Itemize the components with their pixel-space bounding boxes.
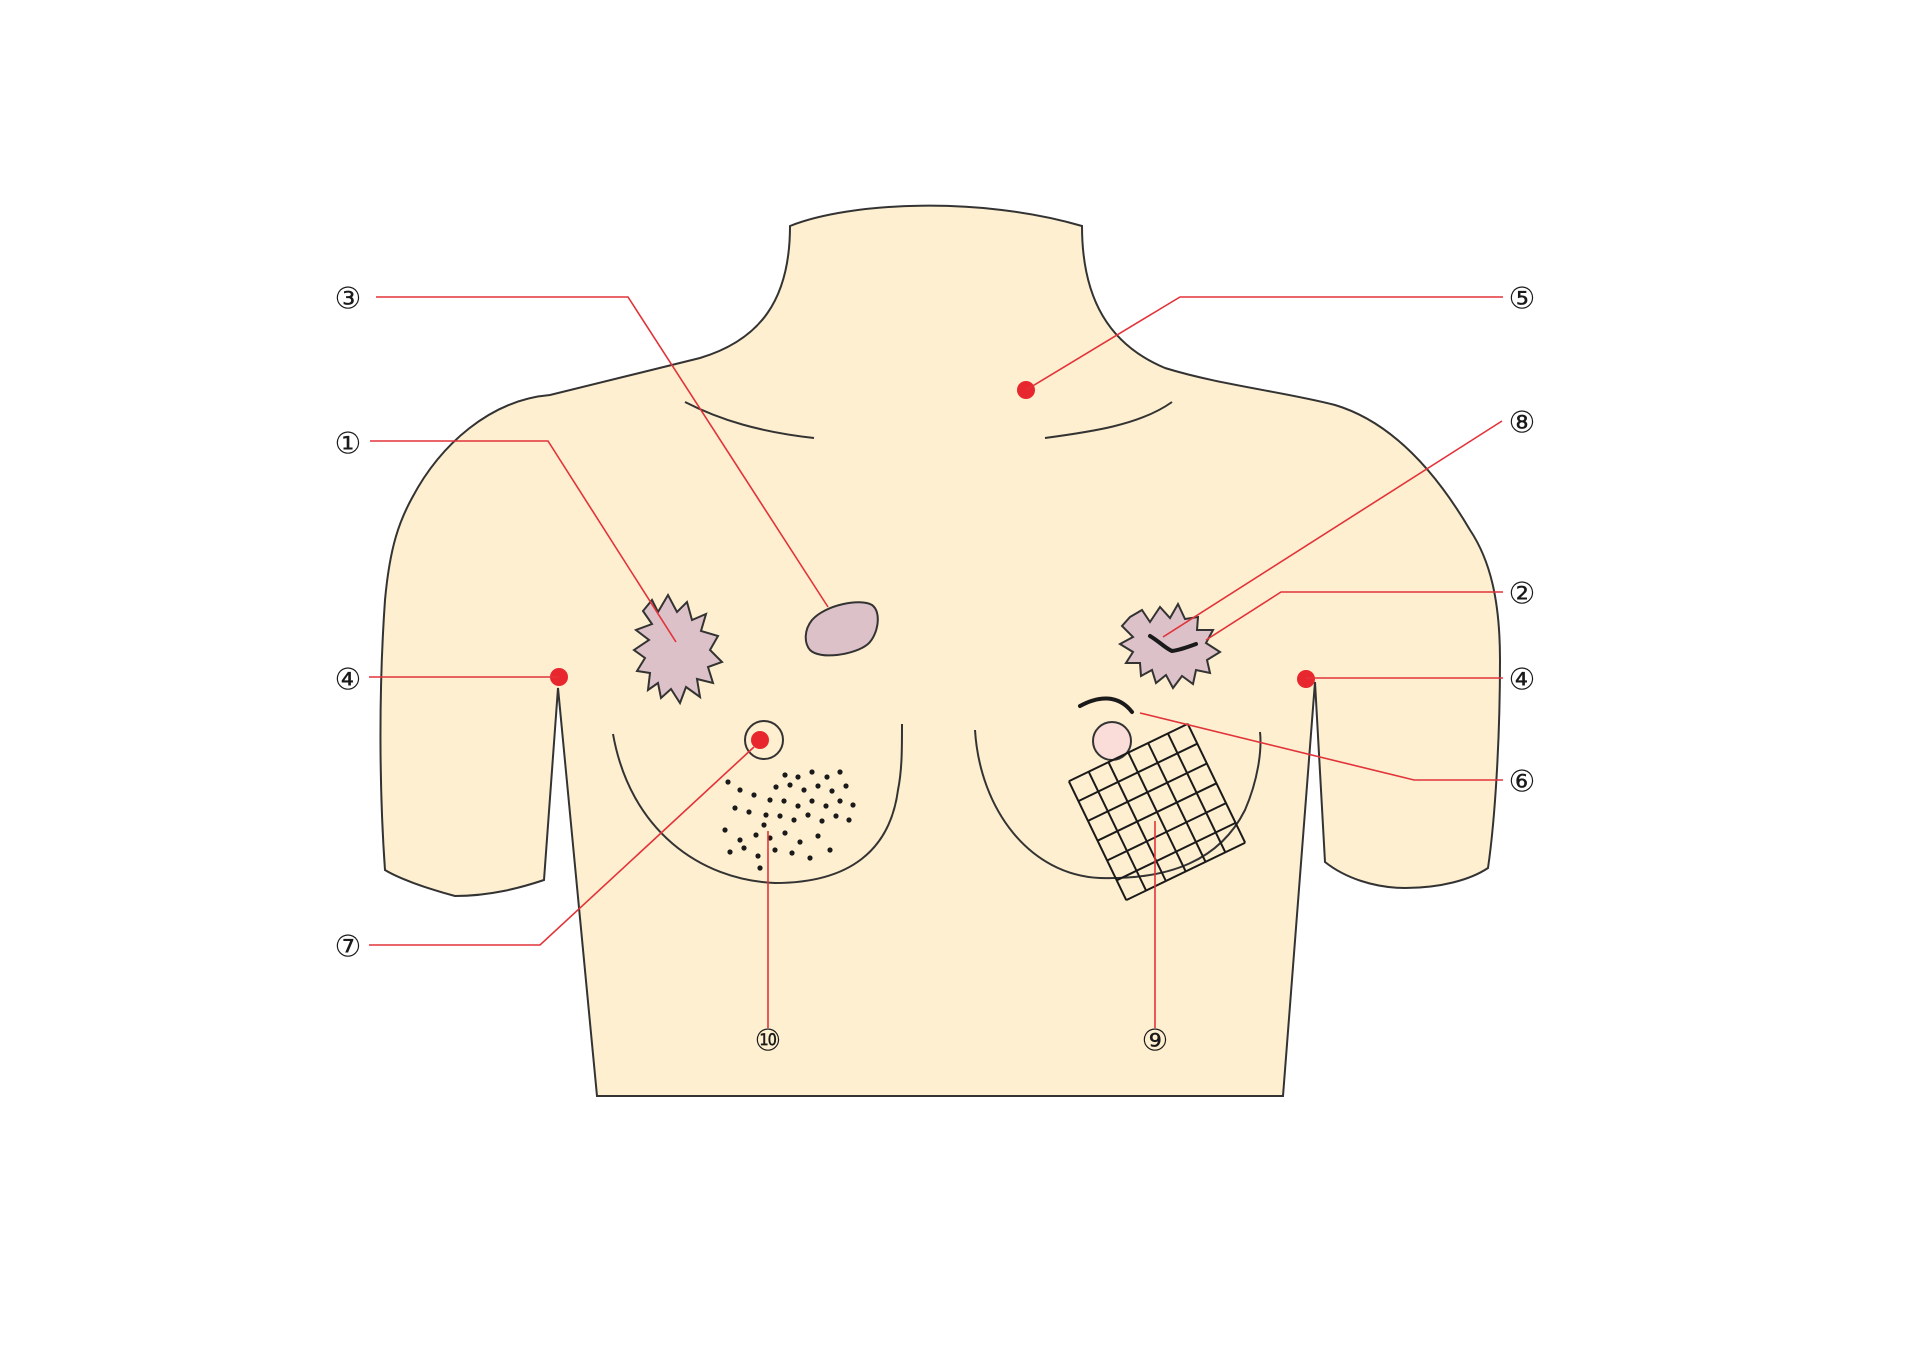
stipple-dot bbox=[772, 847, 778, 853]
callout-label-10: ⑩ bbox=[755, 1024, 782, 1059]
cross-hatched-skin-texture bbox=[1067, 722, 1247, 902]
hatch-line bbox=[1125, 841, 1246, 902]
stipple-dot bbox=[722, 827, 728, 833]
stipple-dot bbox=[801, 787, 807, 793]
leader-line-6 bbox=[1139, 712, 1503, 781]
stipple-dot bbox=[773, 784, 779, 790]
callout-label-5: ⑤ bbox=[1509, 282, 1536, 317]
right-irregular-lump bbox=[1117, 601, 1222, 690]
stipple-dot bbox=[782, 772, 788, 778]
callout-label-8: ⑧ bbox=[1509, 406, 1536, 441]
stipple-dot bbox=[727, 849, 733, 855]
stipple-dot bbox=[837, 769, 843, 775]
stipple-dot bbox=[787, 782, 793, 788]
stipple-dot bbox=[781, 798, 787, 804]
stipple-dot bbox=[767, 797, 773, 803]
left-breast-contour bbox=[612, 723, 903, 885]
stipple-dot bbox=[843, 783, 849, 789]
hatch-line bbox=[1186, 723, 1247, 844]
stipple-dot bbox=[737, 837, 743, 843]
stipple-dot bbox=[805, 812, 811, 818]
stipple-dot bbox=[753, 832, 759, 838]
stipple-dot bbox=[737, 787, 743, 793]
stipple-dot bbox=[850, 802, 856, 808]
stipple-dot bbox=[795, 803, 801, 809]
stipple-dot bbox=[823, 803, 829, 809]
marker-left-nipple bbox=[751, 731, 769, 749]
stipple-dot bbox=[829, 788, 835, 794]
stipple-dot bbox=[751, 792, 757, 798]
callout-label-4-left: ④ bbox=[335, 663, 362, 698]
left-irregular-lump bbox=[632, 592, 724, 706]
callout-label-6: ⑥ bbox=[1509, 765, 1536, 800]
left-collarbone bbox=[684, 401, 815, 439]
stipple-dot bbox=[824, 774, 830, 780]
stipple-dot bbox=[807, 855, 813, 861]
stipple-dot bbox=[846, 817, 852, 823]
stipple-dot bbox=[815, 783, 821, 789]
leader-line-8 bbox=[1162, 420, 1503, 638]
stipple-dot bbox=[809, 769, 815, 775]
stipple-dot bbox=[837, 798, 843, 804]
leader-line-3 bbox=[376, 296, 829, 608]
stipple-dot bbox=[755, 853, 761, 859]
stipple-dot bbox=[741, 845, 747, 851]
leader-line-2 bbox=[1205, 591, 1503, 641]
stipple-dot bbox=[791, 817, 797, 823]
callout-label-3: ③ bbox=[335, 282, 362, 317]
leader-line-1 bbox=[370, 440, 677, 643]
stipple-dot bbox=[757, 865, 763, 871]
stipple-dot bbox=[797, 839, 803, 845]
stipple-dot bbox=[815, 833, 821, 839]
stipple-dot bbox=[732, 805, 738, 811]
callout-label-1: ① bbox=[335, 427, 362, 462]
leader-line-5 bbox=[1025, 296, 1503, 391]
stipple-dot bbox=[789, 850, 795, 856]
leader-line-7 bbox=[369, 746, 755, 946]
stipple-dot bbox=[725, 779, 731, 785]
stipple-dot bbox=[782, 830, 788, 836]
stipple-dot bbox=[795, 774, 801, 780]
callout-label-4-right: ④ bbox=[1509, 663, 1536, 698]
stipple-dot bbox=[763, 812, 769, 818]
oval-lump bbox=[804, 601, 879, 657]
callout-label-9: ⑨ bbox=[1142, 1024, 1169, 1059]
stipple-dot bbox=[761, 822, 767, 828]
stipple-dot bbox=[833, 813, 839, 819]
orange-peel-skin-texture bbox=[722, 769, 856, 871]
callout-lines bbox=[369, 296, 1503, 1028]
stipple-dot bbox=[819, 818, 825, 824]
stipple-dot bbox=[827, 847, 833, 853]
callout-label-2: ② bbox=[1509, 577, 1536, 612]
right-collarbone bbox=[1044, 401, 1173, 439]
stipple-dot bbox=[809, 798, 815, 804]
marker-right-axilla bbox=[1297, 670, 1315, 688]
stipple-dot bbox=[746, 809, 752, 815]
hatch-line bbox=[1116, 822, 1237, 882]
torso-silhouette bbox=[379, 204, 1502, 1097]
callout-label-7: ⑦ bbox=[335, 930, 362, 965]
stipple-dot bbox=[777, 813, 783, 819]
nipple-retraction-mark bbox=[1078, 696, 1134, 714]
dimple-mark bbox=[1148, 634, 1198, 654]
